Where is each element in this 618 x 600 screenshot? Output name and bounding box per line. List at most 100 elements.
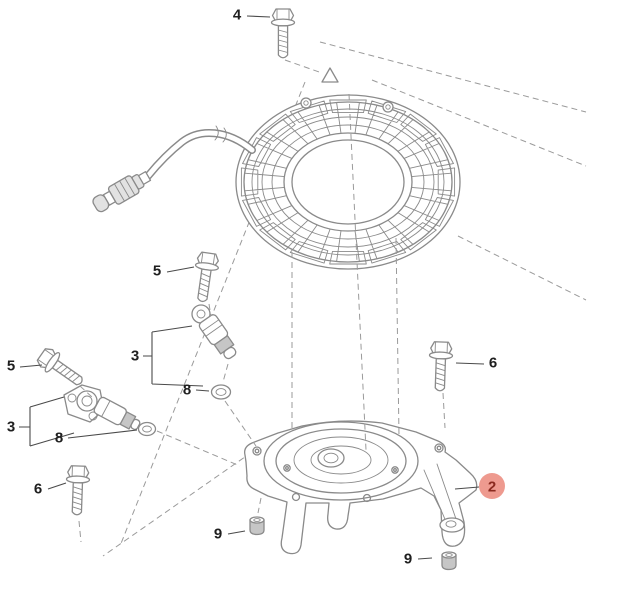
base-plate-boss: [263, 421, 419, 501]
stator-mount-hole-left-inner: [303, 100, 309, 106]
assembly-dashed-lines-front: [78, 59, 446, 543]
callout-6-right[interactable]: 6: [455, 355, 497, 372]
flange-bolt-6-left: [64, 464, 91, 516]
callout-4[interactable]: 4: [233, 7, 271, 24]
callout-5-mid-label[interactable]: 5: [153, 263, 161, 280]
sensor-left-ear-hole-2: [88, 411, 98, 421]
stator-coil-ring: [243, 101, 453, 263]
plate-hole-bottom-center: [362, 493, 372, 503]
callout-3-left-label[interactable]: 3: [7, 419, 15, 436]
sensor-mid-body-lines: [201, 319, 223, 337]
plate-hole-left-tip: [252, 446, 262, 456]
dashed-guide-front: [78, 59, 446, 543]
boss-screw-right-inner: [393, 468, 397, 472]
boss-screw-left-inner: [285, 466, 289, 470]
plate-hole-right-tab-inner: [436, 445, 442, 451]
sensor-mid-tip: [223, 346, 237, 360]
callout-9-left-leader: [227, 530, 246, 535]
callout-3-left-bracket: [19, 396, 75, 447]
sensor-3-left: [63, 384, 141, 431]
boss-center-hole-inner: [323, 452, 339, 464]
stator-mount-hole-right-inner: [385, 104, 391, 110]
o-ring-8-left-outer: [137, 421, 157, 437]
cable-connector: [92, 171, 152, 213]
callout-8-left[interactable]: 8: [55, 429, 138, 447]
callout-9-left[interactable]: 9: [214, 526, 246, 543]
sensor-left-boss: [76, 390, 98, 412]
stator-assembly: [235, 67, 461, 270]
callout-3-mid[interactable]: 3: [131, 325, 204, 387]
callout-6-right-label[interactable]: 6: [489, 355, 497, 372]
callout-8-mid-leader: [195, 389, 210, 392]
callout-6-left[interactable]: 6: [34, 481, 67, 498]
stator-mount-hole-right: [382, 101, 394, 113]
cable-break-marks: [214, 125, 227, 143]
plate-hole-bottom-left: [291, 492, 301, 502]
callout-9-right-leader: [417, 557, 433, 560]
connector-body-lines: [113, 177, 136, 202]
stator-cable: [144, 125, 256, 180]
o-ring-8-mid-outer: [210, 384, 232, 400]
callout-2-highlight-circle[interactable]: [479, 473, 505, 499]
callout-2[interactable]: 2: [454, 473, 505, 499]
o-ring-8-mid: [210, 384, 232, 400]
stator-winding-2: [261, 116, 435, 248]
callout-5-mid-leader: [166, 266, 195, 273]
sensor-left-boss-hole: [81, 395, 93, 407]
sensor-left-tip: [130, 418, 141, 431]
stator-outer-ring: [235, 94, 461, 270]
base-plate-holes: [252, 443, 444, 503]
cable-core: [145, 130, 255, 179]
callout-6-left-leader: [47, 482, 67, 490]
callout-5-left-leader: [19, 364, 43, 368]
boss-rim: [275, 428, 407, 494]
connector-plug-tip: [92, 194, 110, 213]
boss-screw-left: [283, 464, 291, 472]
dashed-guide-back: [102, 41, 587, 557]
callout-5-left[interactable]: 5: [7, 358, 43, 375]
callout-4-leader: [246, 15, 271, 18]
flange-bolt-6-right: [427, 340, 454, 392]
callout-3-mid-label[interactable]: 3: [131, 348, 139, 365]
callout-3-left[interactable]: 3: [7, 396, 75, 447]
callout-9-right[interactable]: 9: [404, 551, 433, 568]
arm-web-lines: [423, 463, 457, 525]
callout-4-label[interactable]: 4: [233, 7, 242, 24]
callout-8-mid[interactable]: 8: [183, 382, 210, 399]
stator-mount-hole-left: [300, 97, 312, 109]
stator-winding-3: [271, 124, 425, 240]
callout-5-mid[interactable]: 5: [153, 263, 195, 280]
base-plate: [244, 420, 478, 555]
stator-coils: [240, 99, 456, 265]
o-ring-8-mid-inner: [215, 388, 227, 396]
callout-2-leader: [454, 486, 480, 490]
plate-hole-left-tip-inner: [254, 448, 260, 454]
sensor-left-ear-hole-1: [67, 393, 77, 403]
callout-3-mid-bracket: [143, 325, 204, 387]
cap-9-right: [441, 551, 457, 571]
sensor-left-body-line: [101, 400, 111, 418]
callout-8-left-leader: [67, 429, 138, 439]
cap-9-left: [249, 516, 265, 536]
callout-5-left-label[interactable]: 5: [7, 358, 15, 375]
callout-8-left-label[interactable]: 8: [55, 430, 63, 447]
callout-9-left-label[interactable]: 9: [214, 526, 222, 543]
boss-inner-ring: [310, 445, 372, 475]
boss-center-hole: [317, 448, 345, 468]
stator-inner-ring: [283, 132, 413, 232]
wire-terminal-mark: [321, 67, 339, 83]
plate-hole-right-tab: [434, 443, 444, 453]
sensor-3-mid: [191, 304, 237, 360]
flange-bolt-5-mid: [189, 250, 221, 304]
assembly-dashed-lines-back: [102, 41, 587, 557]
arm-foot: [439, 517, 465, 533]
callout-6-left-label[interactable]: 6: [34, 481, 42, 498]
sensor-mid-ear-hole: [196, 309, 206, 319]
o-ring-8-left: [137, 421, 157, 437]
callout-8-mid-label[interactable]: 8: [183, 382, 191, 399]
flange-bolt-5-left: [34, 344, 89, 393]
callout-9-right-label[interactable]: 9: [404, 551, 412, 568]
callout-2-label[interactable]: 2: [488, 479, 496, 496]
